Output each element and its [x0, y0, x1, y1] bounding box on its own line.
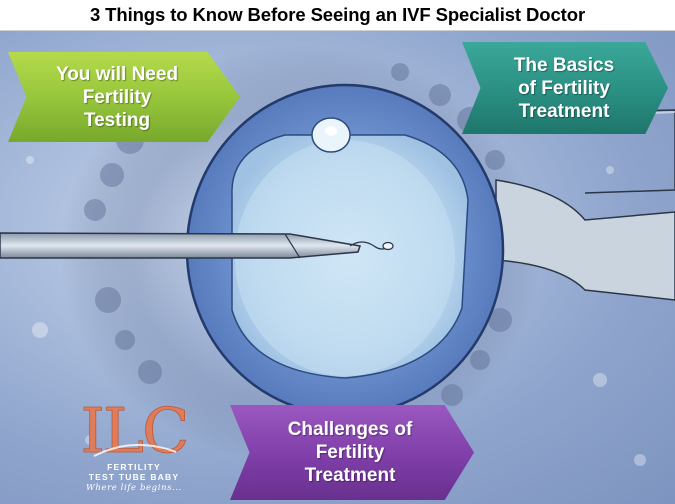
logo-test-tube-baby-text: TEST TUBE BABY	[88, 472, 180, 482]
svg-text:ILC: ILC	[80, 396, 187, 462]
ilc-logo-mark: ILC	[80, 396, 190, 462]
clinic-logo: ILC FERTILITY TEST TUBE BABY Where life …	[64, 396, 204, 500]
callout-line: of Fertility	[518, 77, 610, 99]
callout-basics-of-treatment: The Basics of Fertility Treatment	[462, 42, 668, 134]
callout-line: The Basics	[513, 54, 615, 76]
logo-fertility-text: FERTILITY	[107, 462, 161, 472]
callout-line: Challenges of	[287, 419, 413, 440]
callout-line: Treatment	[518, 100, 610, 122]
callout-line: Treatment	[304, 465, 396, 486]
callout-line: Testing	[83, 109, 151, 131]
callout-challenges-of-treatment: Challenges of Fertility Treatment	[230, 405, 474, 500]
callout-line: Fertility	[82, 86, 152, 108]
callout-line: You will Need	[55, 63, 179, 85]
callout-line: Fertility	[315, 442, 385, 463]
callout-fertility-testing: You will Need Fertility Testing	[8, 52, 240, 142]
logo-tagline: Where life begins...	[86, 483, 182, 493]
injection-pipette	[0, 232, 394, 259]
page-title: 3 Things to Know Before Seeing an IVF Sp…	[0, 0, 675, 31]
